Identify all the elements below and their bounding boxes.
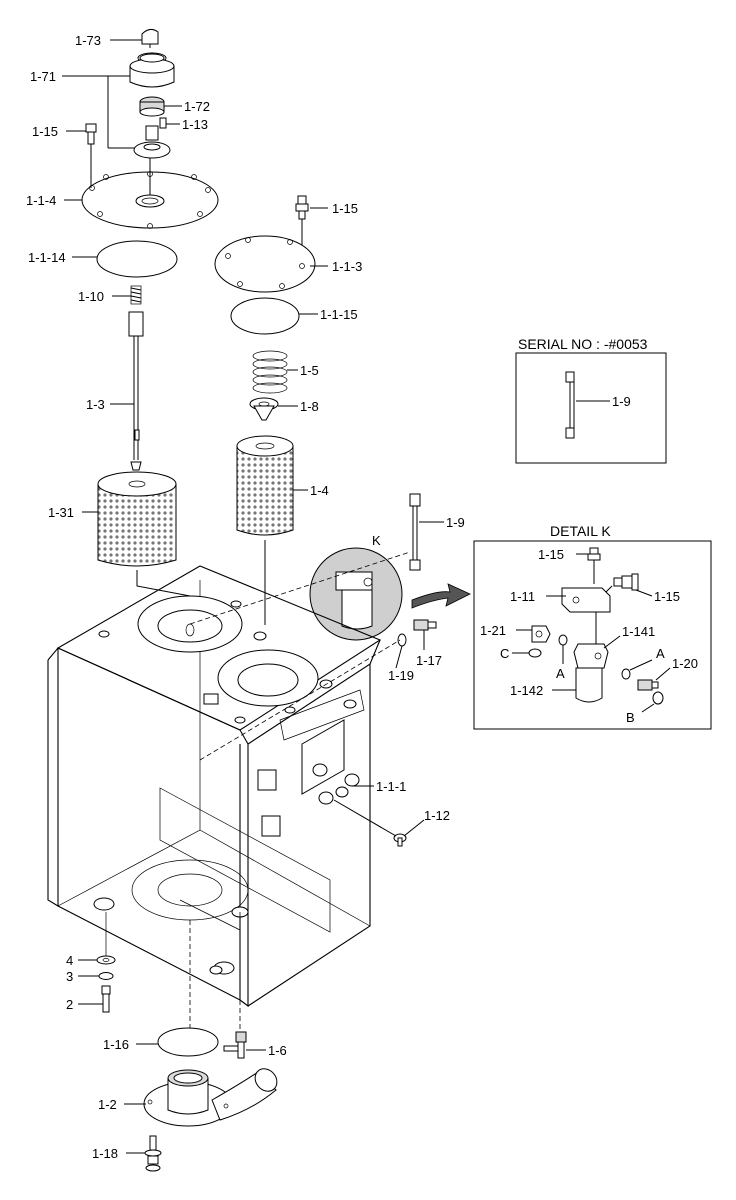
detail-oring-c (528, 648, 542, 658)
spring-1-5 (252, 350, 288, 394)
flange-1-71 (133, 125, 171, 159)
label-1-17: 1-17 (416, 653, 442, 668)
label-1-31: 1-31 (48, 505, 74, 520)
label-1-9: 1-9 (446, 515, 465, 530)
spring-1-10 (130, 285, 142, 305)
detail-bracket-1-11 (561, 587, 611, 613)
detail-label-a-right: A (656, 646, 665, 661)
detail-oring-a-right (621, 668, 631, 680)
label-1-1-15: 1-1-15 (320, 307, 358, 322)
washer-4 (96, 955, 116, 965)
detail-bolt-1-15-side (613, 573, 639, 591)
label-1-13: 1-13 (182, 117, 208, 132)
label-1-1-1: 1-1-1 (376, 779, 406, 794)
detail-oring-b (652, 691, 664, 705)
label-1-18: 1-18 (92, 1146, 118, 1161)
label-1-15-right: 1-15 (332, 201, 358, 216)
rod-1-3 (128, 311, 144, 471)
serial-number-box: SERIAL NO : -#0053 1-9 (515, 336, 667, 464)
serial-box-title: SERIAL NO : -#0053 (518, 336, 648, 352)
strainer-1-31 (97, 471, 177, 567)
screw-1-13 (159, 117, 167, 129)
washer-3 (98, 972, 114, 980)
detail-label-1-15-top: 1-15 (538, 547, 564, 562)
detail-filter-bowl-1-142 (575, 667, 603, 703)
detail-label-1-15-side: 1-15 (654, 589, 680, 604)
link-rod-serial (565, 371, 575, 439)
bolt-1-15-right (295, 195, 309, 220)
label-2: 2 (66, 997, 73, 1012)
gasket-1-1-14 (96, 240, 178, 278)
detail-label-1-141: 1-141 (622, 624, 655, 639)
label-k: K (372, 533, 381, 548)
valve-1-8 (249, 397, 279, 421)
bolt-1-18 (144, 1135, 162, 1172)
suction-pipe-1-2 (143, 1068, 278, 1127)
label-3: 3 (66, 969, 73, 984)
label-1-5: 1-5 (300, 363, 319, 378)
detail-k-title: DETAIL K (550, 523, 611, 539)
label-1-71: 1-71 (30, 69, 56, 84)
gasket-1-16 (157, 1027, 219, 1057)
filter-1-4 (236, 435, 294, 536)
detail-k-callout (309, 547, 403, 641)
label-1-1-3: 1-1-3 (332, 259, 362, 274)
label-1-2: 1-2 (98, 1097, 117, 1112)
detail-label-1-142: 1-142 (510, 683, 543, 698)
label-1-10: 1-10 (78, 289, 104, 304)
serial-box-part-label: 1-9 (612, 394, 631, 409)
label-1-73: 1-73 (75, 33, 101, 48)
hydraulic-tank-1-1-1 (47, 565, 382, 1008)
label-1-4: 1-4 (310, 483, 329, 498)
breather-1-71 (129, 52, 175, 88)
o-ring-1-19 (397, 633, 407, 647)
detail-bolt-1-15-top (587, 547, 601, 584)
detail-label-1-11: 1-11 (510, 589, 535, 604)
detail-elbow-1-21 (531, 625, 551, 643)
label-1-72: 1-72 (184, 99, 210, 114)
detail-label-c: C (500, 646, 509, 661)
detail-label-a-left: A (556, 666, 565, 681)
label-4: 4 (66, 953, 73, 968)
label-1-16: 1-16 (103, 1037, 129, 1052)
label-1-15-left: 1-15 (32, 124, 58, 139)
drain-valve-1-6 (223, 1031, 247, 1059)
label-1-1-14: 1-1-14 (28, 250, 66, 265)
label-1-6: 1-6 (268, 1043, 287, 1058)
bolt-2 (101, 985, 111, 1013)
detail-oring-a-left (558, 634, 568, 646)
label-1-19: 1-19 (388, 668, 414, 683)
detail-k-arrow (411, 583, 471, 609)
detail-label-b: B (626, 710, 635, 725)
detail-filter-head-1-141 (573, 643, 609, 669)
link-rod-1-9 (409, 493, 421, 571)
cover-plate-1-1-3 (214, 235, 316, 293)
bolt-1-15-left (85, 123, 97, 145)
label-1-1-4: 1-1-4 (26, 193, 56, 208)
label-1-12: 1-12 (424, 808, 450, 823)
detail-k-box: DETAIL K 1-15 1-11 1-15 1-21 (473, 523, 712, 730)
label-1-3: 1-3 (86, 397, 105, 412)
detail-fitting-1-20 (637, 679, 659, 691)
breather-cap-1-73 (141, 28, 159, 48)
detail-label-1-20: 1-20 (672, 656, 698, 671)
gasket-1-1-15 (230, 297, 300, 335)
bolt-1-12 (393, 833, 407, 847)
detail-label-1-21: 1-21 (480, 623, 506, 638)
label-1-8: 1-8 (300, 399, 319, 414)
fitting-1-17 (413, 619, 437, 631)
adapter-1-72 (139, 96, 165, 117)
